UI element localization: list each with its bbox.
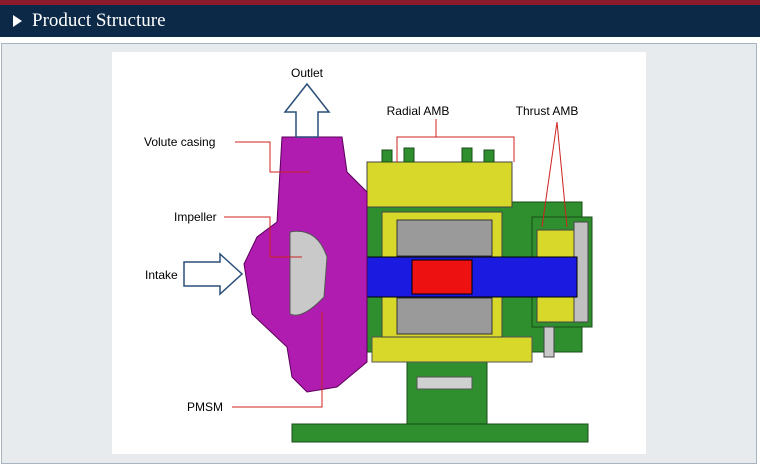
header-accent-line <box>0 0 760 5</box>
radial-amb-housing <box>366 161 513 208</box>
stand-base <box>291 423 589 443</box>
nameplate <box>416 376 473 390</box>
bolt-2 <box>403 147 415 163</box>
stator-core-bottom <box>396 297 493 335</box>
label-thrust-amb: Thrust AMB <box>516 104 579 118</box>
leader-radial <box>435 119 515 162</box>
section-header: Product Structure <box>0 5 760 37</box>
leader-impeller <box>224 216 302 258</box>
leader-volute <box>235 141 310 173</box>
intake-arrow-icon <box>183 252 244 296</box>
pmsm-rotor <box>411 259 473 295</box>
label-intake: Intake <box>145 268 178 282</box>
bolt-1 <box>381 149 393 163</box>
housing-bottom-plate <box>371 336 533 363</box>
section-title: Product Structure <box>32 10 166 31</box>
stator-core-top <box>396 219 493 257</box>
bolt-4 <box>483 149 495 163</box>
bolt-3 <box>461 147 473 163</box>
label-volute-casing: Volute casing <box>144 135 215 149</box>
product-structure-diagram: Outlet Radial AMB Thrust AMB Volute casi… <box>112 52 646 454</box>
label-pmsm: PMSM <box>187 400 223 414</box>
label-outlet: Outlet <box>291 66 324 80</box>
leader-pmsm <box>232 312 323 408</box>
leader-thrust-2 <box>556 121 568 228</box>
label-impeller: Impeller <box>174 210 217 224</box>
leader-radial-2 <box>396 136 436 162</box>
diagram-svg: Outlet Radial AMB Thrust AMB Volute casi… <box>144 66 593 443</box>
outlet-arrow-icon <box>283 82 331 138</box>
label-radial-amb: Radial AMB <box>387 104 450 118</box>
leader-lines <box>224 119 568 408</box>
play-triangle-icon <box>13 15 22 27</box>
connector <box>543 326 555 358</box>
impeller <box>289 230 328 316</box>
leader-thrust-1 <box>541 121 558 228</box>
